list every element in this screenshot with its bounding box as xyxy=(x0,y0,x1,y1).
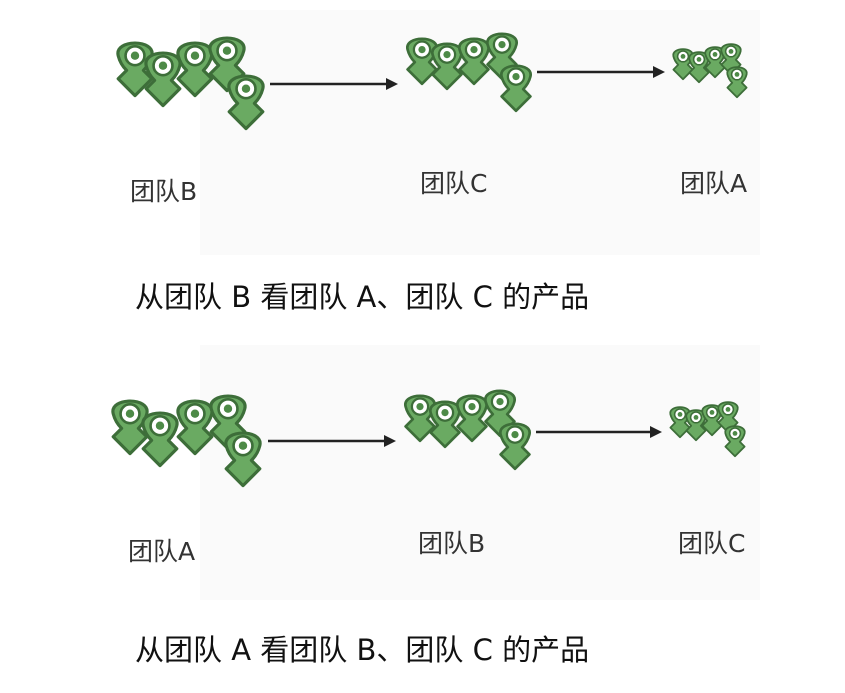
person-figure xyxy=(111,399,149,456)
team-label: 团队B xyxy=(418,529,485,558)
caption: 从团队 A 看团队 B、团队 C 的产品 xyxy=(135,633,589,667)
arrow-right-icon xyxy=(270,78,398,90)
arrow-right-icon xyxy=(268,435,396,447)
row-2: 团队A 团队B 团队C 从团队 A 看团队 B、团队 C 的产品 xyxy=(111,389,746,667)
team-label: 团队C xyxy=(420,169,487,198)
team-label: 团队A xyxy=(680,169,747,198)
arrow-right-icon xyxy=(537,66,665,78)
person-group-icon xyxy=(111,394,262,488)
person-figure xyxy=(141,411,179,468)
caption: 从团队 B 看团队 A、团队 C 的产品 xyxy=(135,280,589,314)
person-group-icon xyxy=(116,36,265,131)
row-2-panel xyxy=(200,345,760,600)
arrow-right-icon xyxy=(536,426,662,438)
row-1: 团队B 团队C 团队A 从团队 B 看团队 A、团队 C 的产品 xyxy=(116,32,748,314)
team-label: 团队A xyxy=(128,537,195,566)
team-label: 团队B xyxy=(130,177,197,206)
team-label: 团队C xyxy=(678,529,745,558)
